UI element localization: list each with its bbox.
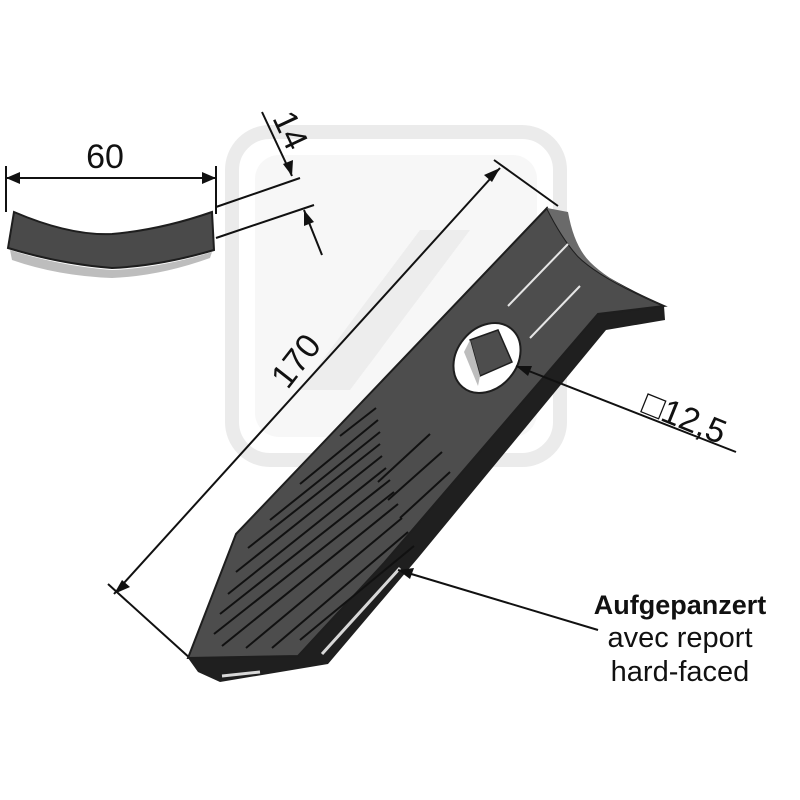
thickness-dimension xyxy=(215,111,323,256)
square-hole xyxy=(452,322,522,394)
note-line-german: Aufgepanzert xyxy=(593,590,767,620)
thickness-label: 14 xyxy=(265,105,315,155)
length-dimension xyxy=(107,159,559,661)
note-line-english: hard-faced xyxy=(610,656,750,688)
hole-label: □12,5 xyxy=(637,384,732,452)
note-line-french: avec report xyxy=(607,622,753,654)
width-label: 60 xyxy=(86,138,124,176)
hole-callout xyxy=(515,365,737,453)
hard-faced-note: Aufgepanzert avec report hard-faced xyxy=(564,590,796,689)
hard-faced-leader xyxy=(397,568,599,631)
hard-facing-stripes xyxy=(213,407,451,649)
cross-section-profile xyxy=(6,210,216,278)
